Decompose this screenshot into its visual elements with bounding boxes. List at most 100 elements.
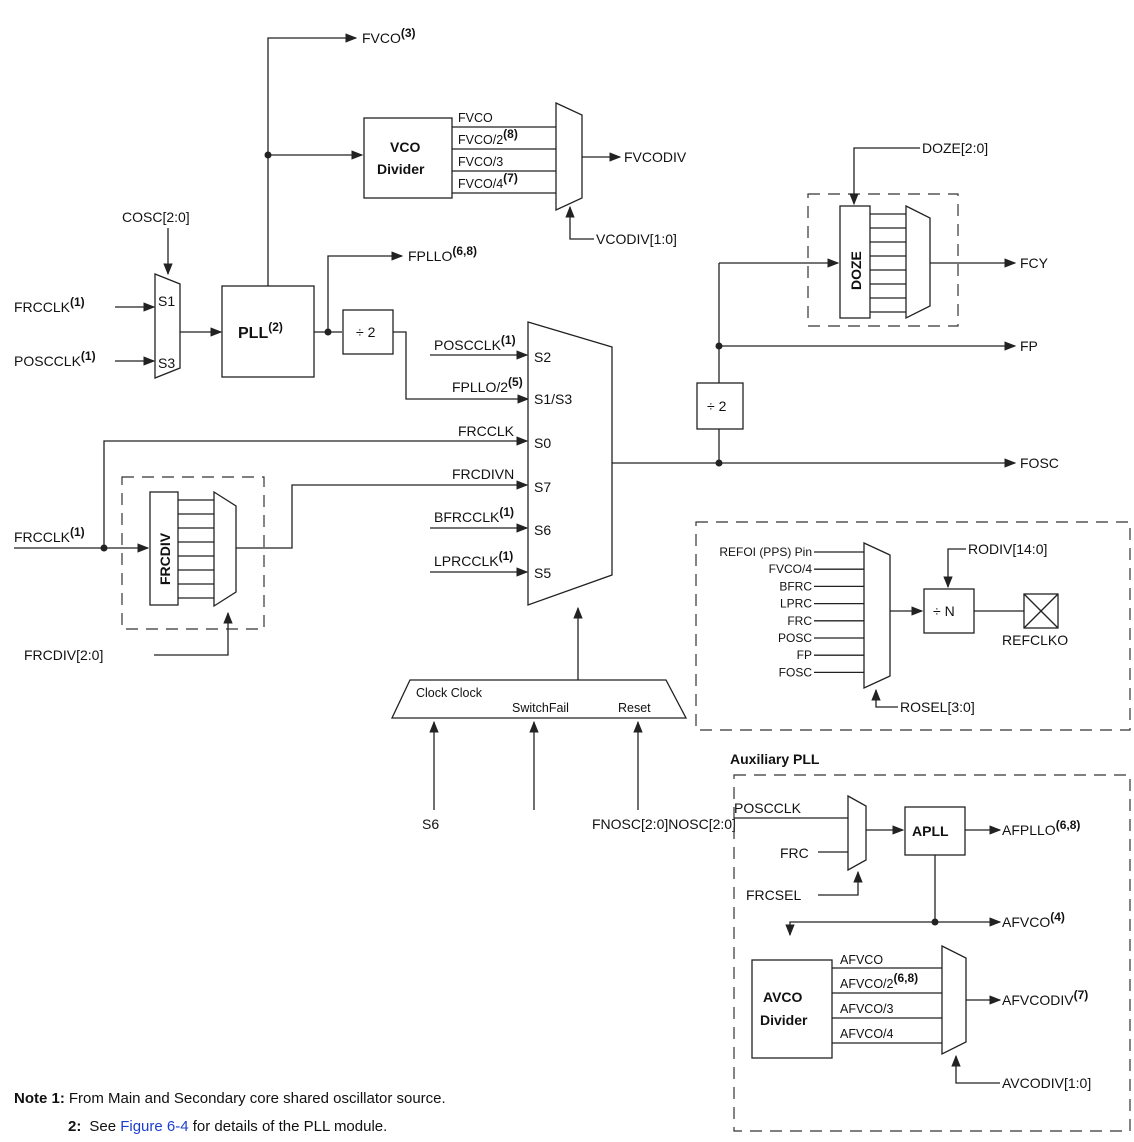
mux-s5: S5	[534, 565, 551, 581]
refclk-input-label: POSC	[778, 631, 812, 645]
avco-out3: AFVCO/3	[840, 1002, 894, 1016]
svg-text:FRCCLK(1): FRCCLK(1)	[14, 295, 85, 315]
svg-text:FVCO/2(8): FVCO/2(8)	[458, 127, 518, 147]
svg-text:AFVCO(4): AFVCO(4)	[1002, 910, 1065, 930]
clock-switch-l3: Reset	[618, 701, 651, 715]
fosc-div2-label: ÷ 2	[707, 398, 727, 414]
pll-label-sup: (2)	[268, 320, 283, 334]
aux-pll-dashed-border	[733, 774, 1131, 1132]
pll-section: COSC[2:0] S1 S3 FRCCLK(1) POSCCLK(1) PLL…	[14, 209, 530, 404]
fosc-label: FOSC	[1020, 455, 1059, 471]
cosc-label: COSC[2:0]	[122, 209, 190, 225]
refclko-label: REFCLKO	[1002, 632, 1068, 648]
vco-divider-block	[363, 117, 453, 199]
svg-text:LPRCCLK(1): LPRCCLK(1)	[434, 549, 513, 569]
avco-out1: AFVCO	[840, 953, 883, 967]
mux-in-fpllo2-sup: (5)	[508, 375, 523, 389]
avco-divider-block	[751, 959, 833, 1059]
afvcodiv-label: AFVCODIV	[1002, 992, 1074, 1008]
frcdiv-dashed-border	[121, 476, 265, 630]
pll-input-mux	[154, 273, 181, 379]
refclk-dashed-border	[695, 521, 1131, 731]
aux-pll-title: Auxiliary PLL	[730, 751, 820, 767]
apll-label: APLL	[912, 823, 949, 839]
mux-in-lprcclk-sup: (1)	[499, 549, 514, 563]
aux-in-frc: FRC	[780, 845, 809, 861]
fpllo-label: FPLLO	[408, 248, 452, 264]
doze-block	[839, 205, 871, 319]
svg-text:AFPLLO(6,8): AFPLLO(6,8)	[1002, 818, 1080, 838]
figure-6-4-link[interactable]: Figure 6-4	[120, 1118, 188, 1135]
refclk-input-label: BFRC	[779, 579, 812, 593]
svg-text:POSCCLK(1): POSCCLK(1)	[434, 333, 516, 353]
note2-pre: See	[89, 1118, 120, 1135]
avco-divider-line1: AVCO	[763, 989, 803, 1005]
svg-text:Note 1:From Main and Secondary: Note 1:From Main and Secondary core shar…	[14, 1090, 446, 1107]
pll-poscclk-label: POSCCLK	[14, 353, 82, 369]
vco-out-fvco3: FVCO/3	[458, 155, 503, 169]
vco-divider-line2: Divider	[377, 161, 425, 177]
rosel-label: ROSEL[3:0]	[900, 699, 975, 715]
afvco-sup: (4)	[1050, 910, 1065, 924]
svg-text:FPLLO(6,8): FPLLO(6,8)	[408, 244, 477, 264]
avco-mux	[941, 944, 967, 1056]
pll-div2-block	[342, 309, 394, 355]
frcsel-label: FRCSEL	[746, 887, 801, 903]
avco-out2: AFVCO/2	[840, 977, 894, 991]
fpllo-sup: (6,8)	[452, 244, 477, 258]
fosc-div2-block	[696, 382, 744, 430]
svg-text:FPLLO/2(5): FPLLO/2(5)	[452, 375, 523, 395]
afpllo-sup: (6,8)	[1056, 818, 1081, 832]
svg-text:FRCCLK(1): FRCCLK(1)	[14, 525, 85, 545]
main-clock-mux	[527, 321, 613, 606]
fvco-top-label: FVCO	[362, 30, 401, 46]
aux-input-mux	[847, 794, 867, 872]
refclk-divn-block	[923, 588, 975, 634]
pll-poscclk-sup: (1)	[81, 349, 96, 363]
svg-text:FVCO(3): FVCO(3)	[362, 26, 416, 46]
refclk-input-label: REFOI (PPS) Pin	[719, 545, 812, 559]
avco-out4: AFVCO/4	[840, 1027, 894, 1041]
note2-post: for details of the PLL module.	[189, 1118, 388, 1135]
svg-text:PLL(2): PLL(2)	[238, 320, 283, 342]
frcdiv-mux	[213, 490, 237, 608]
doze-sel-label: DOZE[2:0]	[922, 140, 988, 156]
vco-out-fvco4-sup: (7)	[503, 171, 518, 185]
rodiv-label: RODIV[14:0]	[968, 541, 1047, 557]
aux-pll-section: Auxiliary PLL POSCCLK FRC FRCSEL APLL AF…	[730, 751, 1131, 1132]
pll-div2-label: ÷ 2	[356, 324, 376, 340]
svg-text:FVCO/4(7): FVCO/4(7)	[458, 171, 518, 191]
refclk-input-label: FVCO/4	[769, 562, 813, 576]
clock-switch-l2: SwitchFail	[512, 701, 569, 715]
doze-section: DOZE[2:0] DOZE FCY FP ÷ 2 FOSC	[696, 140, 1059, 471]
avco-divider-line2: Divider	[760, 1012, 808, 1028]
mux-s0: S0	[534, 435, 551, 451]
note2-label: 2:	[68, 1118, 81, 1135]
vco-out-fvco2-sup: (8)	[503, 127, 518, 141]
mux-s6: S6	[534, 522, 551, 538]
refclk-input-label: FRC	[787, 614, 812, 628]
note1-label: Note 1:	[14, 1090, 65, 1107]
note1-text: From Main and Secondary core shared osci…	[69, 1090, 446, 1107]
frcdiv-block	[149, 491, 179, 606]
avco-out2-sup: (6,8)	[894, 971, 919, 985]
afpllo-label: AFPLLO	[1002, 822, 1056, 838]
vco-out-fvco2: FVCO/2	[458, 133, 503, 147]
vco-mux	[555, 101, 583, 212]
refclk-mux	[863, 541, 891, 690]
svg-text:AFVCO/2(6,8): AFVCO/2(6,8)	[840, 971, 918, 991]
vcodiv-sel-label: VCODIV[1:0]	[596, 231, 677, 247]
pll-mux-s1: S1	[158, 293, 175, 309]
avcodiv-sel-label: AVCODIV[1:0]	[1002, 1075, 1091, 1091]
mux-in-frcdivn: FRCDIVN	[452, 466, 514, 482]
svg-text:AFVCODIV(7): AFVCODIV(7)	[1002, 988, 1088, 1008]
frcdiv-input-label: FRCCLK	[14, 529, 71, 545]
vco-out-fvco: FVCO	[458, 111, 493, 125]
pll-frcclk-label: FRCCLK	[14, 299, 71, 315]
mux-s7: S7	[534, 479, 551, 495]
afvco-label: AFVCO	[1002, 914, 1050, 930]
svg-text:POSCCLK(1): POSCCLK(1)	[14, 349, 96, 369]
fcy-label: FCY	[1020, 255, 1049, 271]
mux-s2: S2	[534, 349, 551, 365]
refclk-input-label: FOSC	[779, 665, 813, 679]
